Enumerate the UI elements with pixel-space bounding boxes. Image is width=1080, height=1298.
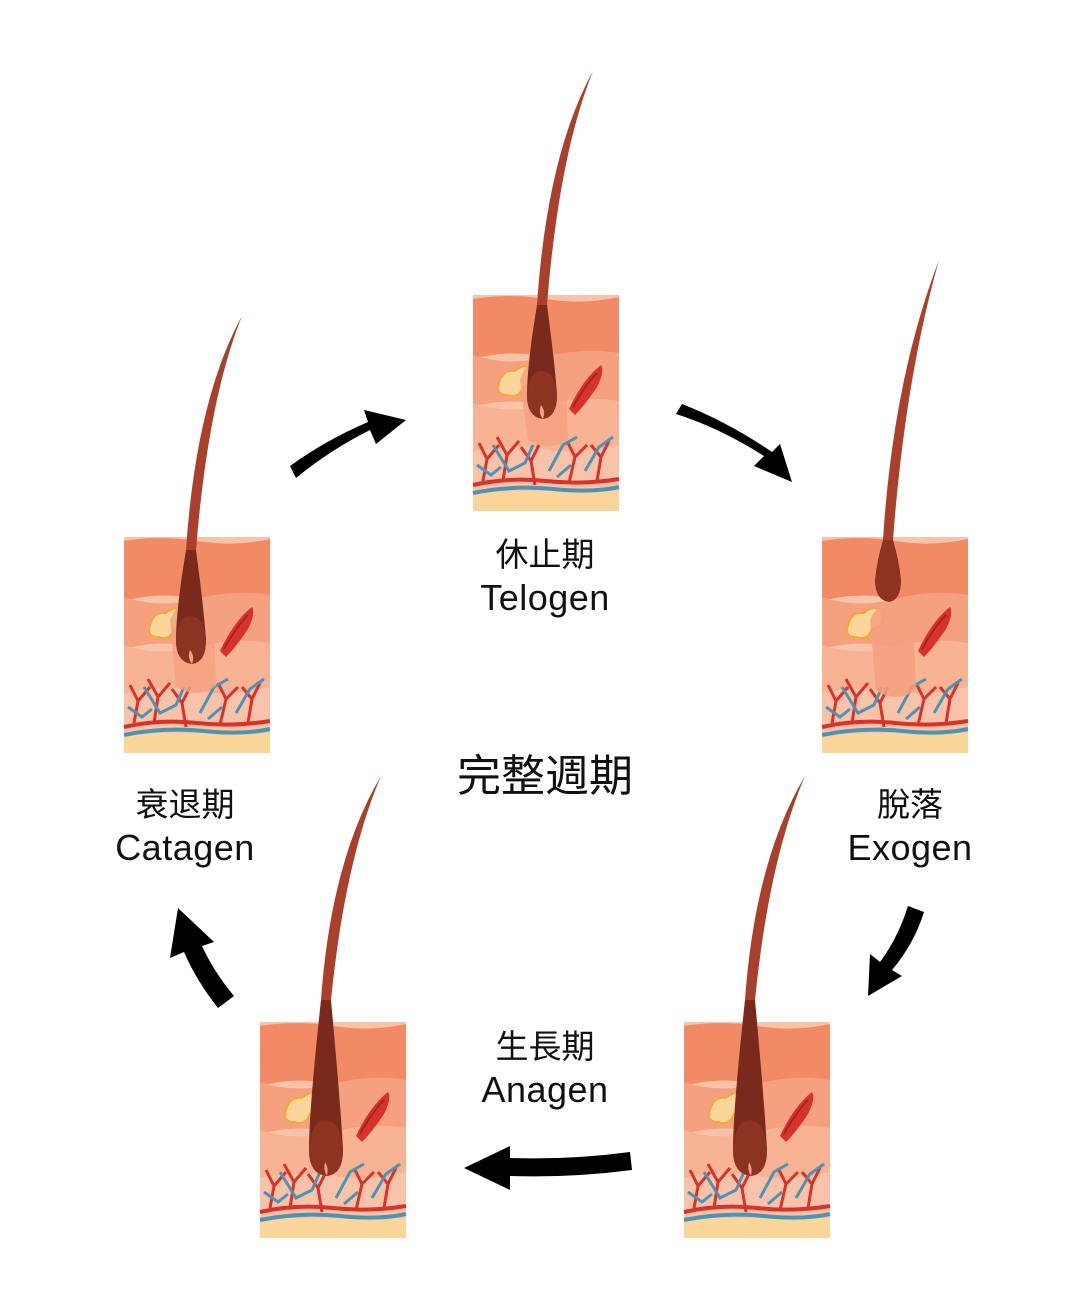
catagen-label-en: Catagen xyxy=(115,827,255,869)
arrow-exogen-to-anagen xyxy=(868,906,924,996)
arrow-catagen-to-telogen xyxy=(290,410,406,478)
arrow-anagen-to-bottom xyxy=(464,1146,632,1190)
exogen-label-zh: 脫落 xyxy=(877,785,943,824)
exogen-label: 脫落 Exogen xyxy=(810,784,1010,870)
anagen-label: 生長期 Anagen xyxy=(440,1026,650,1112)
center-title: 完整週期 xyxy=(457,751,633,802)
telogen-label-zh: 休止期 xyxy=(495,535,595,574)
arrow-bottom-to-catagen xyxy=(170,908,234,1008)
telogen-label-en: Telogen xyxy=(480,577,610,619)
anagen-label-zh: 生長期 xyxy=(495,1027,595,1066)
telogen-label: 休止期 Telogen xyxy=(440,534,650,620)
exogen-label-en: Exogen xyxy=(847,827,973,869)
arrow-telogen-to-exogen xyxy=(676,404,792,482)
catagen-tile xyxy=(122,316,272,755)
exogen-tile xyxy=(820,260,970,755)
anagen-tile xyxy=(682,776,832,1240)
follicle-sheath xyxy=(870,600,916,697)
catagen-label: 衰退期 Catagen xyxy=(80,784,290,870)
anagen-label-en: Anagen xyxy=(481,1069,609,1111)
telogen-tile xyxy=(471,71,621,513)
catagen-label-zh: 衰退期 xyxy=(135,785,235,824)
